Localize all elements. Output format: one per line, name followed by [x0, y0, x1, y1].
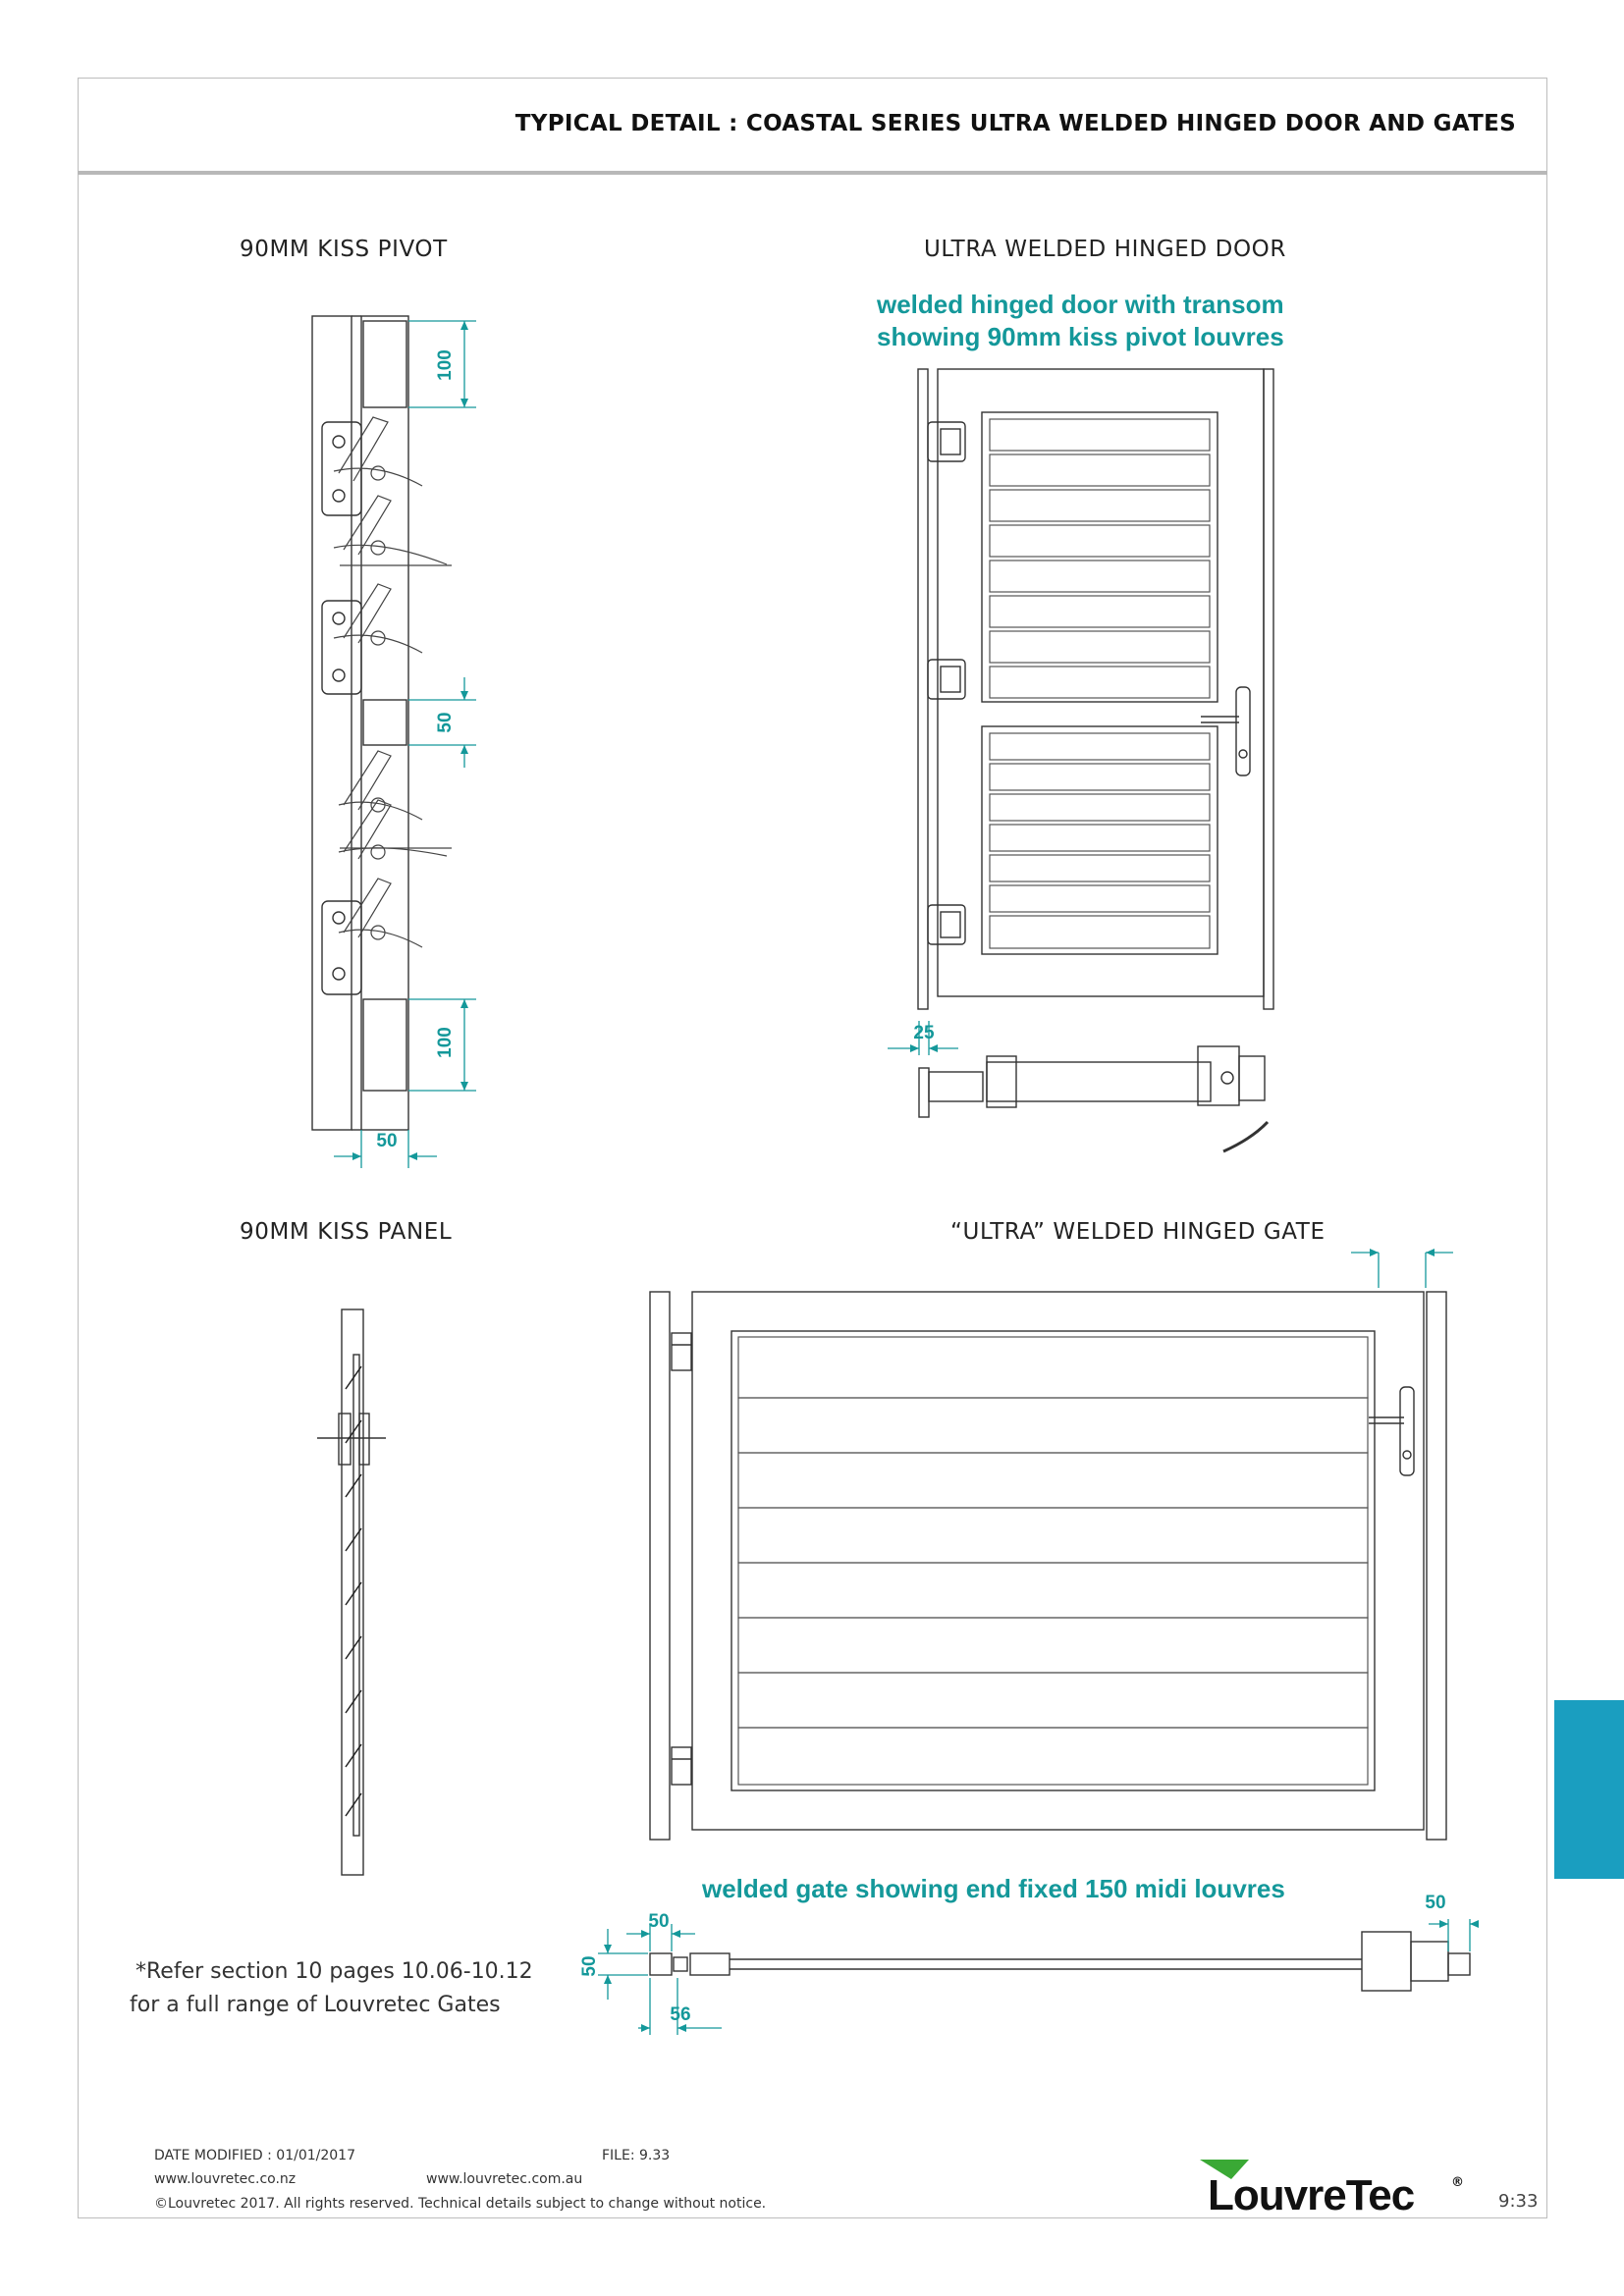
door-drawing — [917, 368, 1274, 1153]
reference-note: *Refer section 10 pages 10.06-10.12 for … — [130, 1955, 533, 2022]
logo-text: LouvreTec — [1208, 2171, 1415, 2219]
logo-leaf-icon — [1200, 2160, 1249, 2179]
page-number: 9:33 — [1498, 2191, 1539, 2212]
pivot-dim-width: 50 — [376, 1131, 397, 1151]
page-title: TYPICAL DETAIL : COASTAL SERIES ULTRA WE… — [514, 111, 1516, 136]
page-frame — [78, 78, 1547, 2218]
gate-handle — [1369, 1386, 1415, 1476]
pivot-bracket-2 — [321, 600, 362, 695]
pivot-dimension-lines — [334, 320, 476, 1168]
section-side-tab — [1554, 1700, 1624, 1879]
pivot-dim-mid: 50 — [435, 712, 456, 732]
gate-dim-right-width: 50 — [1425, 1893, 1445, 1913]
louvretec-logo: LouvreTec ® — [1200, 2158, 1464, 2220]
pivot-dim-top: 100 — [435, 349, 456, 381]
gate-plan-section — [649, 1931, 1471, 1992]
kiss-pivot-label: 90MM KISS PIVOT — [240, 237, 448, 262]
note-line1: *Refer section 10 pages 10.06-10.12 — [135, 1959, 533, 1984]
footer-date: DATE MODIFIED : 01/01/2017 — [154, 2148, 355, 2163]
logo-registered-mark: ® — [1451, 2175, 1464, 2190]
ultra-gate-label: “ULTRA” WELDED HINGED GATE — [950, 1219, 1326, 1245]
louvre-blades — [333, 416, 452, 948]
panel-louvres — [345, 1365, 362, 1817]
gate-caption: welded gate showing end fixed 150 midi l… — [702, 1874, 1285, 1903]
pivot-dim-bottom: 100 — [435, 1027, 456, 1058]
gate-dimension-lines — [598, 1249, 1479, 2035]
header-rule — [78, 171, 1547, 175]
gate-dim-left-offset: 56 — [670, 2004, 690, 2025]
footer-file: FILE: 9.33 — [602, 2148, 671, 2163]
footer-copyright: ©Louvretec 2017. All rights reserved. Te… — [154, 2196, 767, 2212]
door-dimension-lines — [888, 1021, 958, 1055]
footer-link-au[interactable]: www.louvretec.com.au — [426, 2171, 583, 2187]
door-louvres — [989, 418, 1211, 949]
gate-dim-left-height: 50 — [579, 1955, 600, 1976]
door-dim-gap: 25 — [913, 1023, 935, 1043]
kiss-pivot-drawing — [311, 315, 452, 1131]
door-plan-section — [918, 1045, 1270, 1153]
gate-louvres — [737, 1336, 1369, 1786]
door-handle — [1201, 686, 1251, 776]
kiss-panel-label: 90MM KISS PANEL — [240, 1219, 453, 1245]
gate-dim-left-width: 50 — [648, 1911, 669, 1932]
door-caption-line2: showing 90mm kiss pivot louvres — [877, 322, 1284, 351]
ultra-door-label: ULTRA WELDED HINGED DOOR — [924, 237, 1286, 262]
door-hinges — [927, 421, 966, 945]
note-line2: for a full range of Louvretec Gates — [130, 1993, 501, 2017]
door-caption-line1: welded hinged door with transom — [877, 290, 1284, 319]
gate-drawing — [649, 1291, 1471, 1992]
footer-link-nz[interactable]: www.louvretec.co.nz — [154, 2171, 297, 2187]
door-caption: welded hinged door with transom showing … — [877, 289, 1284, 353]
pivot-bracket-3 — [321, 900, 362, 995]
kiss-panel-drawing — [317, 1308, 386, 1876]
gate-hinges — [671, 1332, 692, 1786]
